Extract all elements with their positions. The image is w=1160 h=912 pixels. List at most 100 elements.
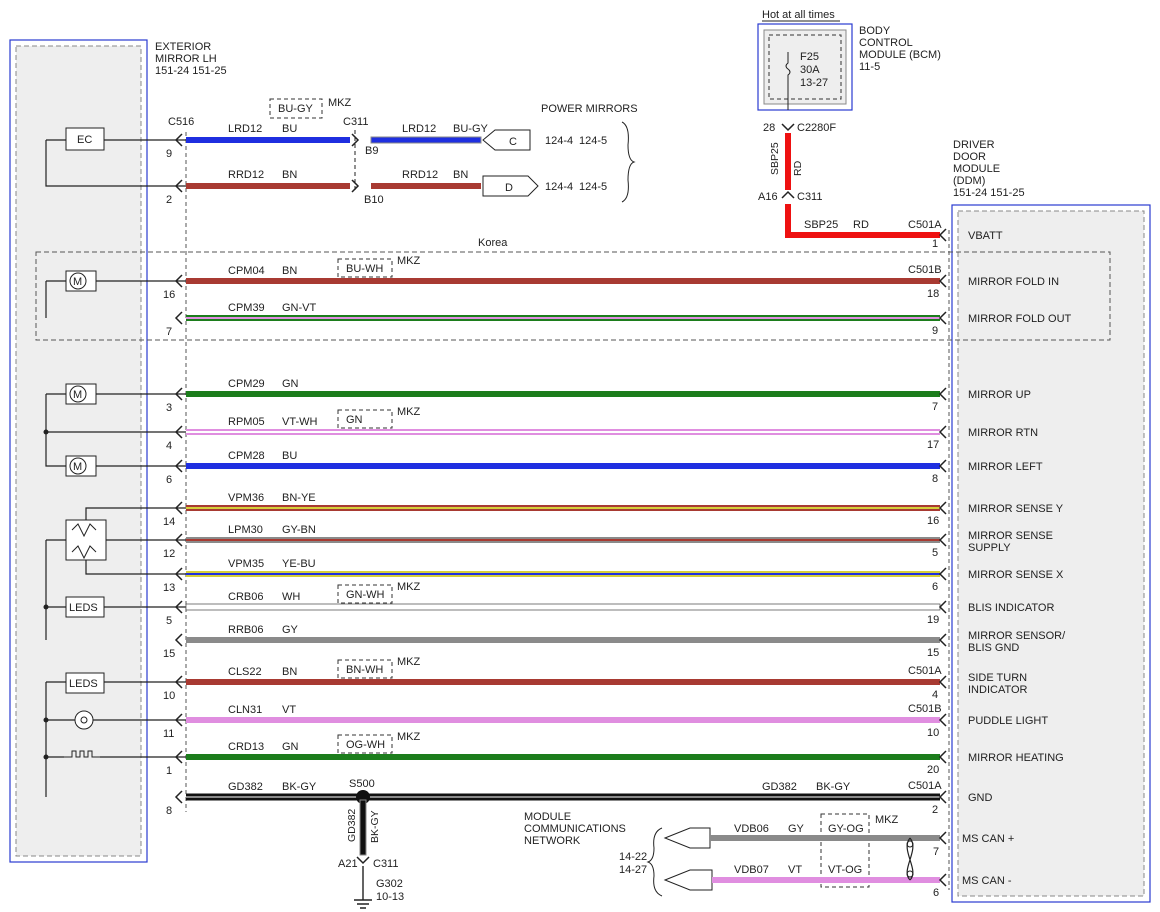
feed-sbp25: SBP25: [769, 142, 781, 175]
can-plus-pin: 7: [933, 846, 939, 858]
wire-label-rrb06-0: MIRROR SENSOR/: [968, 630, 1066, 642]
wire-right-pin-cpm39: 9: [932, 325, 938, 337]
wire-stripe-gd382: [186, 796, 940, 798]
fuse-box: [768, 34, 842, 100]
can-minus-alt: VT-OG: [828, 864, 862, 876]
can-plus-terminal: [938, 831, 947, 845]
mirror-title-1: EXTERIOR: [155, 41, 211, 53]
wire-alt-box-crb06: [337, 584, 393, 604]
wire-crd13: [186, 754, 940, 760]
can-minus-pin: 6: [933, 887, 939, 899]
wire-right-pin-lpm30: 5: [932, 547, 938, 559]
can-minus-circuit: VDB07: [734, 864, 769, 876]
korea-box: [35, 251, 1111, 341]
wire-right-pin-rrb06: 15: [927, 647, 939, 659]
svg-text:M: M: [73, 276, 82, 288]
conn-d-label: D: [505, 182, 513, 194]
korea-label: Korea: [478, 237, 508, 249]
wire-label-crb06-0: BLIS INDICATOR: [968, 602, 1054, 614]
can-minus-label: MS CAN -: [962, 875, 1012, 887]
wire-circuit-crb06: CRB06: [228, 591, 263, 603]
rrd12-b10-terminal: [351, 179, 360, 193]
bcm-fuse-amps: 30A: [800, 64, 820, 76]
wire-left-pin-crb06: 5: [166, 615, 172, 627]
wire-left-terminal-gd382: [174, 790, 183, 804]
svg-text:M: M: [73, 461, 82, 473]
power-mirrors-title: POWER MIRRORS: [541, 103, 638, 115]
wire-stripe-vpm35: [186, 573, 940, 575]
can-minus-terminal: [938, 873, 947, 887]
wire-circuit-cln31: CLN31: [228, 704, 262, 716]
wire-label-rrb06-1: BLIS GND: [968, 642, 1019, 654]
wire-left-terminal-rpm05: [174, 425, 183, 439]
bcm-fuse-id: F25: [800, 51, 819, 63]
wire-right-terminal-cpm29: [938, 387, 947, 401]
sensor-potentiometer-icon: [65, 519, 107, 561]
can-minus-wire: [712, 877, 940, 883]
can-plus-connector: [663, 827, 711, 849]
wire-label-vpm35-0: MIRROR SENSE X: [968, 569, 1064, 581]
fuse-symbol: [785, 52, 791, 110]
wire-left-terminal-rrb06: [174, 633, 183, 647]
wire-right-terminal-cpm39: [938, 311, 947, 325]
wire-right-pin-cpm28: 8: [932, 473, 938, 485]
rrd12-wire-right: [371, 183, 481, 189]
wire-label-rpm05-0: MIRROR RTN: [968, 427, 1038, 439]
vbatt-circuit: SBP25: [804, 219, 838, 231]
wire-right-terminal-crb06: [938, 600, 947, 614]
ddm-title-4: (DDM): [953, 175, 985, 187]
can-plus-circuit: VDB06: [734, 823, 769, 835]
wire-cpm29: [186, 391, 940, 397]
wire-right-circuit-gd382: GD382: [762, 781, 797, 793]
bcm-title-2: CONTROL: [859, 37, 913, 49]
wire-cls22: [186, 679, 940, 685]
ground-symbol: [354, 899, 372, 909]
wire-label-vpm36-0: MIRROR SENSE Y: [968, 503, 1064, 515]
wire-left-pin-cpm28: 6: [166, 474, 172, 486]
network-brace: [646, 827, 663, 897]
feed-pin-28: 28: [763, 122, 775, 134]
top-c311: C311: [343, 116, 368, 128]
ec-box: [65, 127, 105, 151]
wire-stripe-rpm05: [186, 431, 940, 433]
wire-left-terminal-crd13: [174, 750, 183, 764]
wire-alt-mkz-cpm04: MKZ: [397, 255, 421, 267]
wire-color-lpm30: GY-BN: [282, 524, 316, 536]
wire-circuit-cpm29: CPM29: [228, 378, 265, 390]
wire-color-rpm05: VT-WH: [282, 416, 317, 428]
wire-right-terminal-vpm35: [938, 567, 947, 581]
wire-color-cls22: BN: [282, 666, 297, 678]
wire-alt-color-cpm04: BU-WH: [346, 263, 383, 275]
wire-left-pin-crd13: 1: [166, 765, 172, 777]
power-mirrors-ref1-d: 124-4: [545, 181, 573, 193]
lrd12-right-circuit: LRD12: [402, 123, 436, 135]
bcm-panel: [763, 29, 847, 105]
wire-connector-cpm04: C501B: [908, 264, 942, 276]
wire-circuit-rpm05: RPM05: [228, 416, 265, 428]
wire-alt-box-rpm05: [337, 409, 393, 429]
vbatt-connector: C501A: [908, 219, 942, 231]
lrd12-mkz: MKZ: [328, 97, 352, 109]
network-ref1: 14-22: [619, 851, 647, 863]
s500-label: S500: [349, 778, 375, 790]
wire-right-terminal-vpm36: [938, 501, 947, 515]
wire-left-pin-rpm05: 4: [166, 440, 172, 452]
can-minus-connector: [663, 869, 713, 891]
wire-left-pin-rrb06: 15: [163, 648, 175, 660]
wire-label-lpm30-1: SUPPLY: [968, 542, 1011, 554]
feed-rd: RD: [792, 160, 804, 176]
wire-left-terminal-cpm28: [174, 459, 183, 473]
wire-right-terminal-rpm05: [938, 425, 947, 439]
wire-left-terminal-cpm04: [174, 274, 183, 288]
wire-right-pin-cln31: 10: [927, 727, 939, 739]
lrd12-circuit: LRD12: [228, 123, 262, 135]
wire-label-cpm28-0: MIRROR LEFT: [968, 461, 1043, 473]
lrd12-color: BU: [282, 123, 297, 135]
wire-right-terminal-rrb06: [938, 633, 947, 647]
power-mirrors-brace: [621, 121, 636, 203]
wire-right-pin-vpm35: 6: [932, 581, 938, 593]
node-432: [43, 429, 49, 435]
can-alt-box: [820, 813, 870, 888]
wire-circuit-cpm39: CPM39: [228, 302, 265, 314]
